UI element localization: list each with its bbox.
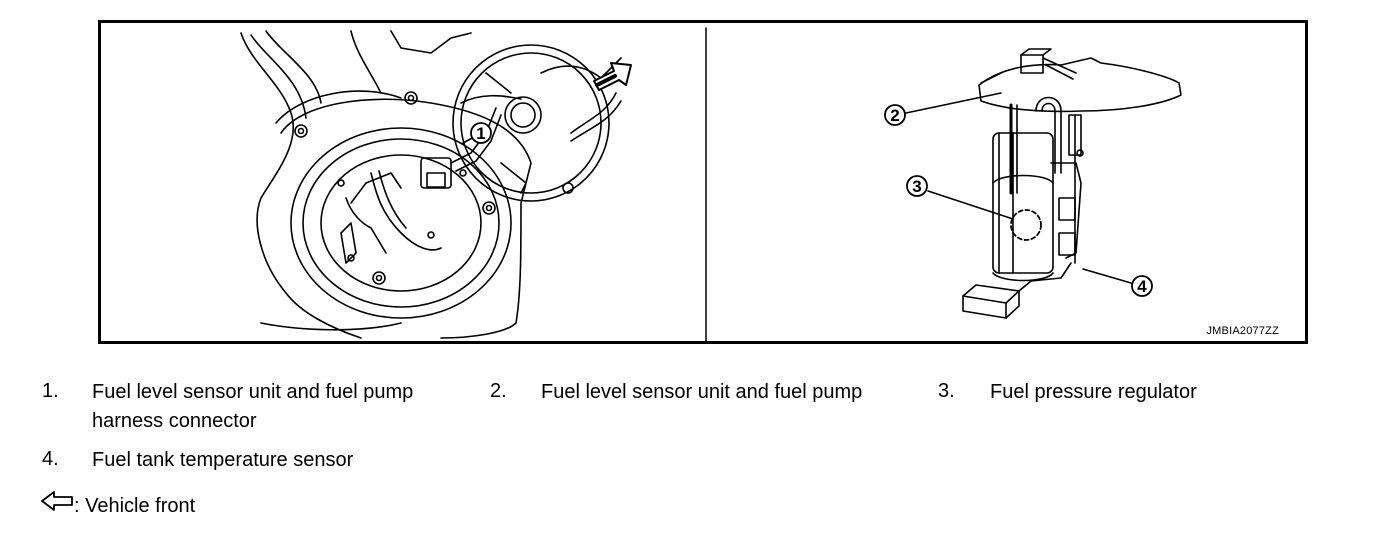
legend-text-1-line2: harness connector — [92, 410, 257, 432]
legend-number-3: 3. — [938, 380, 955, 402]
legend-text-1-line1: Fuel level sensor unit and fuel pump — [92, 381, 414, 403]
right-panel-drawing — [962, 48, 1182, 319]
callout-2: 2 — [884, 92, 1002, 126]
left-panel-drawing — [240, 30, 632, 339]
legend-text-2: Fuel level sensor unit and fuel pump — [541, 381, 863, 403]
diagram-figure: 1 — [98, 20, 1308, 344]
svg-text:4: 4 — [1137, 277, 1147, 296]
vehicle-front-note: : Vehicle front — [74, 495, 196, 517]
svg-text:1: 1 — [476, 124, 485, 143]
svg-text:2: 2 — [890, 106, 899, 125]
legend-text-3: Fuel pressure regulator — [990, 381, 1197, 403]
legend-number-1: 1. — [42, 380, 59, 402]
figure-id-label: JMBIA2077ZZ — [1206, 325, 1279, 337]
vehicle-front-arrow-icon — [41, 491, 73, 511]
legend-number-4: 4. — [42, 448, 59, 470]
svg-text:3: 3 — [912, 177, 921, 196]
callout-4: 4 — [1082, 268, 1153, 297]
legend-number-2: 2. — [490, 380, 507, 402]
legend-text-4: Fuel tank temperature sensor — [92, 449, 354, 471]
callout-1: 1 — [462, 122, 492, 144]
diagram-svg: 1 — [240, 27, 1182, 341]
callout-3: 3 — [906, 175, 1014, 220]
